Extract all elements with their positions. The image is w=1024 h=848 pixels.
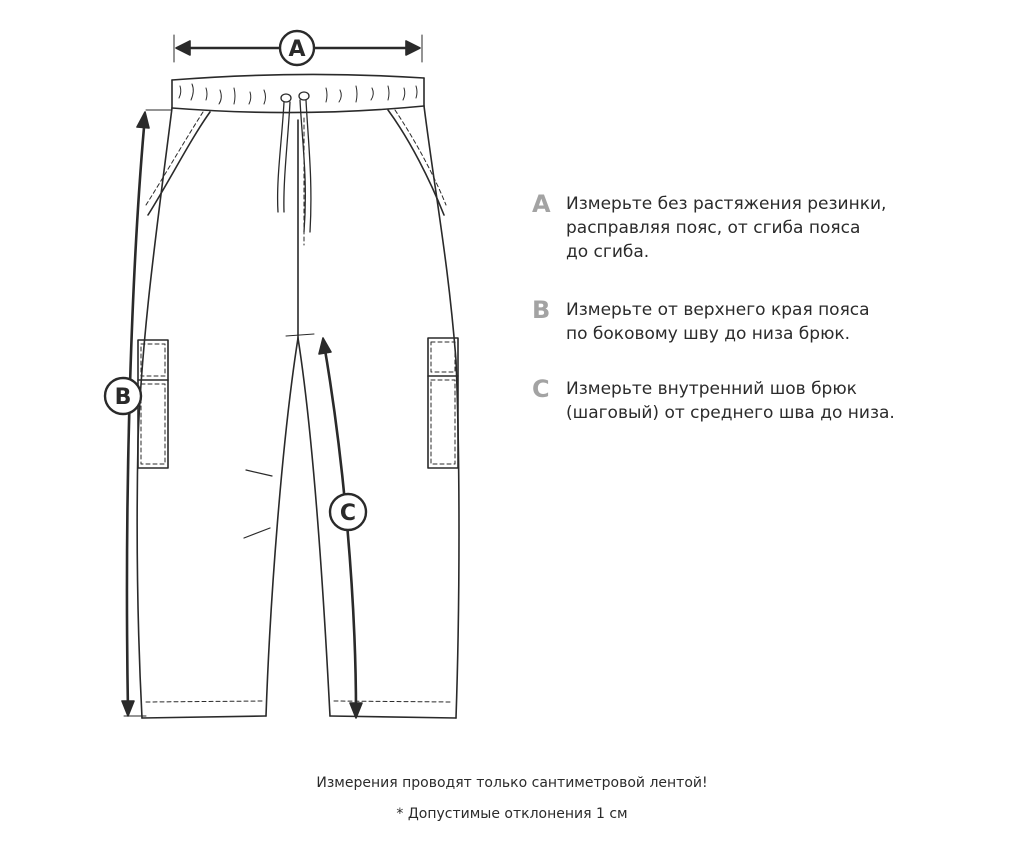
legend-text-a: Измерьте без растяжения резинки, расправ…	[566, 194, 887, 262]
legend-text-b: Измерьте от верхнего края пояса по боков…	[566, 300, 870, 344]
marker-a: A	[278, 29, 316, 67]
marker-c: C	[328, 492, 368, 532]
marker-a-letter: A	[288, 37, 305, 62]
cargo-pocket-right	[427, 337, 459, 469]
hem-stitching	[145, 700, 453, 703]
side-pockets	[145, 109, 447, 216]
measurement-note: Измерения проводят только сантиметровой …	[316, 775, 708, 791]
knee-pleats	[243, 469, 273, 539]
legend-letter-a: A	[532, 190, 551, 218]
legend-text-c: Измерьте внутренний шов брюк (шаговый) о…	[566, 379, 895, 423]
marker-b-letter: B	[115, 385, 132, 410]
legend-letter-b: B	[532, 296, 551, 324]
waistband	[171, 73, 425, 114]
pants-diagram: A B C	[103, 29, 460, 719]
marker-c-letter: C	[340, 501, 356, 526]
legend-letter-c: C	[532, 375, 550, 403]
marker-b: B	[103, 376, 143, 416]
tolerance-note: * Допустимые отклонения 1 см	[396, 806, 628, 822]
pants-outline	[136, 105, 460, 719]
